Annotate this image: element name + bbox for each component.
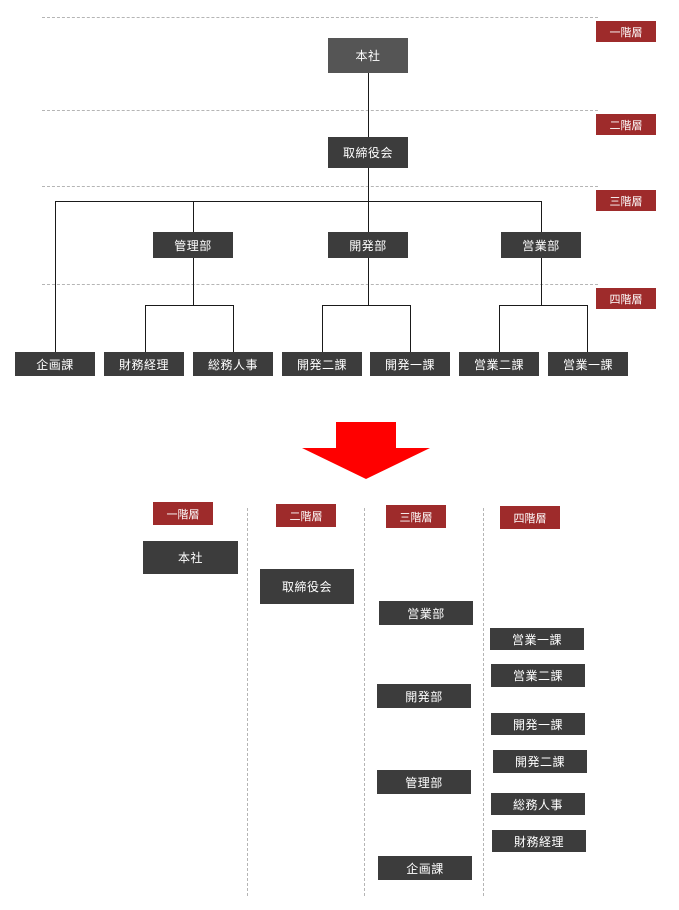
node-kikaku: 企画課 (15, 352, 95, 376)
connector (499, 305, 588, 306)
column-divider-3 (483, 508, 484, 896)
node-eigyo2: 営業二課 (459, 352, 539, 376)
column-tag-3: 三階層 (386, 505, 446, 528)
node-kaihatsu2: 開発二課 (282, 352, 362, 376)
node-honsha: 本社 (328, 38, 408, 73)
col-node-kaihatsu2: 開発二課 (493, 750, 587, 773)
col-node-kanri: 管理部 (377, 770, 471, 794)
connector (145, 305, 234, 306)
level-tag-4: 四階層 (596, 288, 656, 309)
connector (322, 305, 411, 306)
column-tag-2: 二階層 (276, 504, 336, 527)
col-node-eigyo1: 営業一課 (490, 628, 584, 650)
node-kanri: 管理部 (153, 232, 233, 258)
connector (368, 258, 369, 305)
level-tag-2: 二階層 (596, 114, 656, 135)
connector (322, 305, 323, 352)
level-tag-1: 一階層 (596, 21, 656, 42)
col-node-kaihatsu: 開発部 (377, 684, 471, 708)
arrow-down-icon (302, 422, 430, 479)
connector (368, 168, 369, 232)
col-node-zaimu: 財務経理 (492, 830, 586, 852)
level-divider-1 (42, 17, 598, 18)
node-somu: 総務人事 (193, 352, 273, 376)
connector (193, 258, 194, 305)
connector (55, 201, 542, 202)
level-divider-2 (42, 110, 598, 111)
column-divider-2 (364, 508, 365, 896)
connector (541, 258, 542, 305)
connector (499, 305, 500, 352)
level-divider-4 (42, 284, 598, 285)
level-tag-3: 三階層 (596, 190, 656, 211)
col-node-kaihatsu1: 開発一課 (491, 713, 585, 735)
level-divider-3 (42, 186, 598, 187)
node-kaihatsu: 開発部 (328, 232, 408, 258)
node-eigyo1: 営業一課 (548, 352, 628, 376)
col-node-torishimari: 取締役会 (260, 569, 354, 604)
col-node-eigyo: 営業部 (379, 601, 473, 625)
connector (410, 305, 411, 352)
node-kaihatsu1: 開発一課 (370, 352, 450, 376)
column-tag-1: 一階層 (153, 502, 213, 525)
node-zaimu: 財務経理 (104, 352, 184, 376)
node-eigyo: 営業部 (501, 232, 581, 258)
node-torishimari: 取締役会 (328, 137, 408, 168)
col-node-eigyo2: 営業二課 (491, 664, 585, 687)
connector (145, 305, 146, 352)
connector (587, 305, 588, 352)
connector (55, 201, 56, 352)
column-tag-4: 四階層 (500, 506, 560, 529)
connector (193, 201, 194, 232)
col-node-kikaku: 企画課 (378, 856, 472, 880)
connector (368, 73, 369, 137)
connector (233, 305, 234, 352)
col-node-honsha: 本社 (143, 541, 238, 574)
column-divider-1 (247, 508, 248, 896)
col-node-somu: 総務人事 (491, 793, 585, 815)
connector (541, 201, 542, 232)
